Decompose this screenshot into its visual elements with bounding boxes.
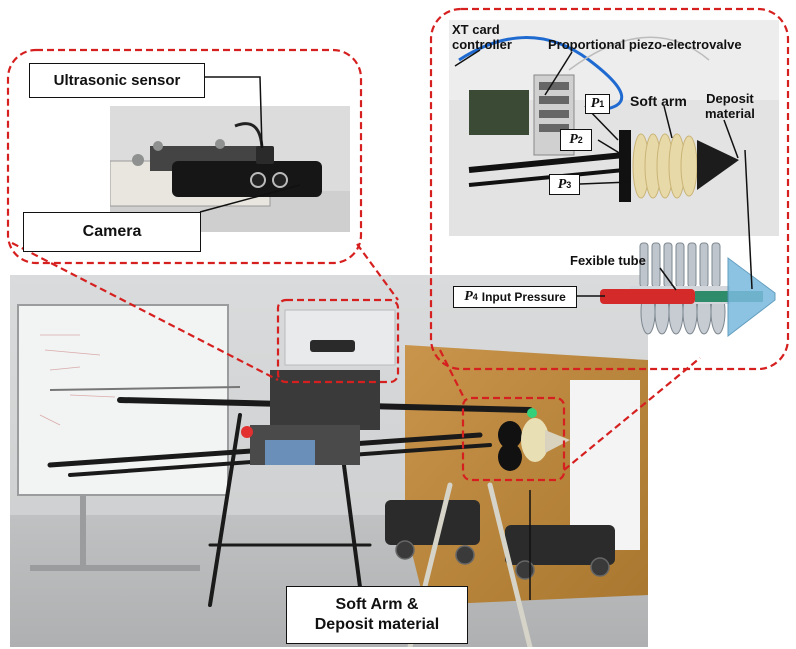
deposit-line2: material xyxy=(705,106,755,121)
deposit-material-label: Deposit material xyxy=(705,91,755,121)
callout-sensor xyxy=(6,48,363,265)
photo-box-sensor xyxy=(276,298,400,384)
flexible-tube-label: Fexible tube xyxy=(570,253,646,268)
soft-arm-label-line1: Soft Arm & xyxy=(335,596,419,613)
red-led xyxy=(241,426,253,438)
arm-inset-photo xyxy=(449,20,779,236)
poster xyxy=(284,309,396,366)
camera-label: Camera xyxy=(23,212,201,252)
white-card xyxy=(570,380,640,550)
floor-robot xyxy=(385,500,480,545)
soft-arm-label: Soft arm xyxy=(630,93,687,109)
drone-body xyxy=(270,370,380,430)
xt-card-label: XT card controller xyxy=(452,22,512,52)
soft-arm-deposit-label: Soft Arm & Deposit material xyxy=(286,586,468,644)
deposit-line1: Deposit xyxy=(706,91,754,106)
controller-board xyxy=(469,90,529,135)
photo-soft-arm xyxy=(498,418,570,471)
sensor-inset-photo xyxy=(110,106,350,232)
photo-box-arm xyxy=(461,396,566,482)
main-photo xyxy=(10,275,648,647)
whiteboard-stand xyxy=(80,495,86,565)
xt-card-line2: controller xyxy=(452,37,512,52)
valve-label: Proportional piezo-electrovalve xyxy=(548,37,742,52)
camera-bar xyxy=(172,161,322,197)
callout-arm xyxy=(429,7,790,371)
cone xyxy=(727,257,776,338)
nozzle-cone xyxy=(697,140,739,190)
ultrasonic-sensor-label: Ultrasonic sensor xyxy=(29,63,205,98)
xt-card-line1: XT card xyxy=(452,22,500,37)
ultrasonic-module xyxy=(256,146,274,164)
input-pressure-text: Input Pressure xyxy=(481,290,566,304)
soft-arm-bellows xyxy=(632,133,698,199)
red-tube xyxy=(600,289,695,304)
soft-arm-label-line2: Deposit material xyxy=(314,616,440,633)
